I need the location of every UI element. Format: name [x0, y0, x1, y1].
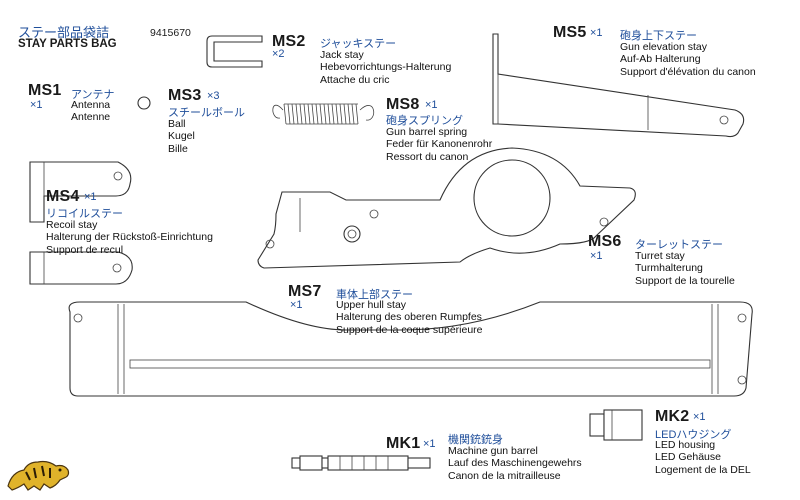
ms6-name-fr: Support de la tourelle	[635, 274, 735, 287]
ms6-jp-name: ターレットステー	[635, 239, 723, 251]
ms7-names: Upper hull stay Halterung des oberen Rum…	[336, 299, 483, 336]
mk2-name-en: LED housing	[655, 439, 716, 451]
ms7-name-de: Halterung des oberen Rumpfes	[336, 311, 482, 324]
ms8-code: MS8	[386, 96, 420, 113]
ms5-name-en: Gun elevation stay	[620, 41, 707, 53]
title-english: STAY PARTS BAG	[18, 38, 117, 50]
ms1-names: Antenna Antenne	[71, 99, 110, 124]
ms3-name-de: Kugel	[168, 130, 195, 143]
mk1-name-en: Machine gun barrel	[448, 445, 538, 457]
ms5-name-de: Auf-Ab Halterung	[620, 53, 701, 66]
mk2-names: LED housing LED Gehäuse Logement de la D…	[655, 439, 751, 476]
mk2-code: MK2	[655, 408, 690, 425]
ms8-qty: ×1	[425, 99, 438, 111]
ms5-name-fr: Support d'élévation du canon	[620, 65, 756, 78]
mk1-code: MK1	[386, 435, 421, 452]
ms1-jp-name: アンテナ	[71, 89, 115, 101]
ms6-code: MS6	[588, 233, 622, 250]
ms4-name-en: Recoil stay	[46, 219, 98, 231]
mk1-name-fr: Canon de la mitrailleuse	[448, 469, 561, 482]
ms2-qty: ×2	[272, 48, 285, 60]
mk2-qty: ×1	[693, 411, 706, 423]
part-number: 9415670	[150, 27, 191, 39]
ms7-jp-name: 車体上部ステー	[336, 289, 413, 301]
ms4-code: MS4	[46, 188, 80, 205]
ms8-spring-drawing	[272, 103, 374, 125]
ms6-names: Turret stay Turmhalterung Support de la …	[635, 250, 735, 287]
ms2-jack-stay-drawing	[206, 35, 263, 68]
mk1-names: Machine gun barrel Lauf des Maschinengew…	[448, 445, 582, 482]
ms5-names: Gun elevation stay Auf-Ab Halterung Supp…	[620, 41, 756, 78]
ms8-jp-name: 砲身スプリング	[386, 115, 463, 127]
ms2-name-fr: Attache du cric	[320, 73, 390, 86]
ms8-name-de: Feder für Kanonenrohr	[386, 138, 493, 151]
ms3-names: Ball Kugel Bille	[168, 118, 195, 155]
ms7-name-fr: Support de la coque supérieure	[336, 323, 483, 336]
ms1-qty: ×1	[30, 99, 43, 111]
mk2-led-housing-drawing	[589, 409, 643, 441]
ms7-code: MS7	[288, 283, 322, 300]
ms6-qty: ×1	[590, 250, 603, 262]
mk2-name-fr: Logement de la DEL	[655, 463, 751, 476]
ms8-name-en: Gun barrel spring	[386, 126, 468, 138]
ms6-name-en: Turret stay	[635, 250, 685, 262]
ms1-name-en: Antenna	[71, 99, 111, 111]
mk1-name-de: Lauf des Maschinengewehrs	[448, 457, 582, 470]
ms8-names: Gun barrel spring Feder für Kanonenrohr …	[386, 126, 492, 163]
ms3-jp-name: スチールボール	[168, 107, 245, 119]
ms5-gun-elevation-stay-drawing	[492, 33, 745, 138]
mk1-jp-name: 機関銃銃身	[448, 434, 503, 446]
ms3-name-en: Ball	[168, 118, 186, 130]
ms6-name-de: Turmhalterung	[635, 262, 703, 275]
mk1-qty: ×1	[423, 438, 436, 450]
ms4-qty: ×1	[84, 191, 97, 203]
ms3-qty: ×3	[207, 90, 220, 102]
mk2-jp-name: LEDハウジング	[655, 429, 732, 441]
ms6-turret-stay-drawing	[257, 147, 636, 269]
ms4-names: Recoil stay Halterung der Rückstoß-Einri…	[46, 219, 213, 256]
ms8-name-fr: Ressort du canon	[386, 150, 469, 163]
ms2-jp-name: ジャッキステー	[320, 38, 397, 50]
ms1-code: MS1	[28, 82, 62, 99]
ms2-names: Jack stay Hebevorrichtungs-Halterung Att…	[320, 49, 451, 86]
ms5-qty: ×1	[590, 27, 603, 39]
mk2-name-de: LED Gehäuse	[655, 451, 721, 464]
ms3-name-fr: Bille	[168, 142, 188, 155]
ms7-qty: ×1	[290, 299, 303, 311]
ms2-name-de: Hebevorrichtungs-Halterung	[320, 61, 452, 74]
ms4-recoil-stay-drawing	[29, 161, 133, 285]
ms2-name-en: Jack stay	[320, 49, 364, 61]
tiger-logo-icon	[7, 460, 70, 491]
ms5-code: MS5	[553, 24, 587, 41]
ms7-upper-hull-stay-drawing	[68, 301, 753, 397]
ms3-ball-drawing	[137, 96, 151, 110]
ms2-code: MS2	[272, 33, 306, 50]
ms4-name-fr: Support de recul	[46, 243, 124, 256]
mk1-machine-gun-barrel-drawing	[291, 455, 431, 471]
ms3-code: MS3	[168, 87, 202, 104]
ms7-name-en: Upper hull stay	[336, 299, 407, 311]
ms5-jp-name: 砲身上下ステー	[620, 30, 697, 42]
ms1-name-de: Antenne	[71, 111, 111, 124]
ms4-name-de: Halterung der Rückstoß-Einrichtung	[46, 231, 213, 244]
title-japanese: ステー部品袋詰	[18, 25, 110, 40]
ms4-jp-name: リコイルステー	[46, 208, 123, 220]
